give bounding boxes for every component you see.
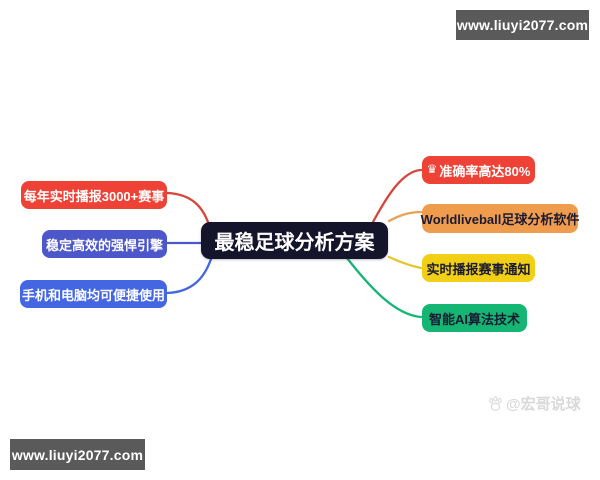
crown-icon: ♛ <box>426 162 438 176</box>
branch-node-worldliveball-software: Worldliveball足球分析软件 <box>421 204 579 233</box>
connector-right-3 <box>387 255 423 270</box>
connector-left-bottom <box>165 257 213 295</box>
branch-node-ai-algorithm: 智能AI算法技术 <box>422 304 527 332</box>
connector-left-top <box>165 191 211 227</box>
site-url-badge-bottom-left: www.liuyi2077.com <box>10 439 145 470</box>
baidu-paw-icon <box>489 395 502 411</box>
branch-node-event-notifications: 实时播报赛事通知 <box>422 254 535 282</box>
site-url-badge-top-right: www.liuyi2077.com <box>456 10 589 40</box>
connector-right-1 <box>371 168 423 224</box>
branch-label: 准确率高达80% <box>439 163 531 179</box>
branch-node-broadcast-3000-events: 每年实时播报3000+赛事 <box>21 181 167 209</box>
branch-node-mobile-pc-use: 手机和电脑均可便捷使用 <box>20 280 167 308</box>
branch-node-accuracy-80: ♛ 准确率高达80% <box>422 156 535 184</box>
watermark-text: @宏哥说球 <box>506 395 581 413</box>
connector-right-4 <box>345 256 423 319</box>
center-topic-node: 最稳足球分析方案 <box>201 222 388 259</box>
connector-right-2 <box>387 210 423 223</box>
branch-node-stable-engine: 稳定高效的强悍引擎 <box>42 230 167 258</box>
author-watermark: @宏哥说球 <box>487 393 581 413</box>
